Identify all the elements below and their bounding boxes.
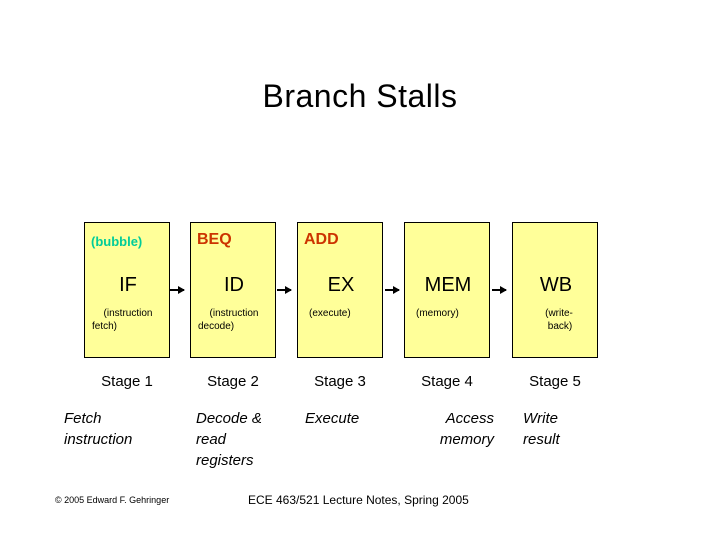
stage-2-action-text: Decode & read registers: [196, 408, 296, 471]
stage-4-name: Stage 4: [421, 373, 473, 390]
flow-arrow-icon-3: [385, 286, 400, 294]
stage-4-description: (memory): [408, 307, 490, 320]
stage-3-instruction-label: ADD: [304, 231, 339, 248]
stage-1-name: Stage 1: [101, 373, 153, 390]
stage-5-description: (write- back): [516, 307, 596, 333]
stage-1-action-line-2: instruction: [64, 431, 133, 448]
flow-arrow-icon-4: [492, 286, 507, 294]
stage-4-action-text: Access memory: [398, 408, 494, 450]
stage-3-action-text: Execute: [305, 408, 405, 429]
stage-2-action-line-1: Decode &: [196, 410, 262, 427]
stage-4-description-line-1: (memory): [416, 308, 459, 319]
stage-5-abbreviation: WB: [539, 274, 573, 296]
stage-1-description: (instruction fetch): [88, 307, 168, 333]
flow-arrow-icon-2: [277, 286, 292, 294]
stage-2-action-line-3: registers: [196, 452, 254, 469]
stage-3-name: Stage 3: [314, 373, 366, 390]
stage-1-description-line-2: fetch): [92, 321, 118, 332]
stage-5-description-line-1: (write-: [545, 308, 573, 319]
stage-5-action-text: Write result: [523, 408, 623, 450]
stage-1-description-line-1: (instruction: [103, 308, 153, 319]
footer-course-info: ECE 463/521 Lecture Notes, Spring 2005: [248, 493, 469, 507]
stage-2-abbreviation: ID: [224, 274, 244, 296]
stage-2-description-line-1: (instruction: [209, 308, 259, 319]
stage-2-action-line-2: read: [196, 431, 227, 448]
stage-5-action-line-1: Write: [523, 410, 558, 427]
pipeline-stage-box-1: (bubble) IF (instruction fetch): [84, 222, 170, 358]
stage-5-description-line-2: back): [547, 321, 573, 332]
stage-5-name: Stage 5: [529, 373, 581, 390]
pipeline-stage-box-4: MEM (memory): [404, 222, 490, 358]
stage-2-description: (instruction decode): [194, 307, 274, 333]
stage-4-abbreviation: MEM: [424, 274, 472, 296]
stage-2-description-line-2: decode): [198, 321, 235, 332]
stage-3-abbreviation: EX: [327, 274, 355, 296]
flow-arrow-icon-1: [170, 286, 185, 294]
stage-2-instruction-label: BEQ: [197, 231, 232, 248]
page-title: Branch Stalls: [262, 78, 458, 115]
stage-1-action-text: Fetch instruction: [64, 408, 164, 450]
pipeline-stage-box-3: ADD EX (execute): [297, 222, 383, 358]
stage-1-abbreviation: IF: [119, 274, 137, 296]
stage-3-description-line-1: (execute): [309, 308, 351, 319]
stage-4-action-line-2: memory: [439, 431, 494, 448]
pipeline-stage-box-2: BEQ ID (instruction decode): [190, 222, 276, 358]
stage-1-action-line-1: Fetch: [64, 410, 102, 427]
stage-3-description: (execute): [301, 307, 383, 320]
stage-5-action-line-2: result: [523, 431, 560, 448]
stage-4-action-line-1: Access: [445, 410, 494, 427]
stage-3-action-line-1: Execute: [305, 410, 360, 427]
footer-copyright: © 2005 Edward F. Gehringer: [55, 495, 170, 505]
stage-2-name: Stage 2: [207, 373, 259, 390]
stage-1-instruction-label: (bubble): [91, 234, 143, 249]
pipeline-stage-box-5: WB (write- back): [512, 222, 598, 358]
